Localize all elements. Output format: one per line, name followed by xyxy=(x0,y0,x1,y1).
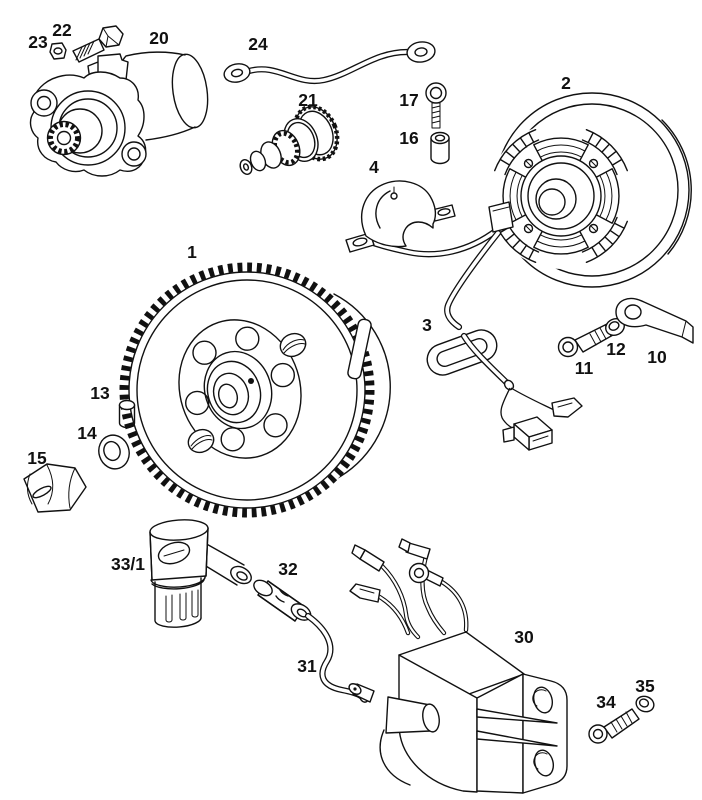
part-label-sleeve-32: 32 xyxy=(278,559,298,579)
bolt-22-drawing xyxy=(72,25,124,63)
part-label-cap-331: 33/1 xyxy=(111,554,145,574)
bolt-34-drawing xyxy=(588,708,640,744)
part-label-nut-15: 15 xyxy=(27,448,47,468)
part-label-pin-13: 13 xyxy=(90,383,110,403)
part-label-bolt-22: 22 xyxy=(52,20,72,40)
part-label-flywheel: 1 xyxy=(187,242,197,262)
part-label-harness: 3 xyxy=(422,315,432,335)
part-labels: 1 2 3 4 10 11 12 13 14 15 16 17 20 21 22… xyxy=(27,20,667,712)
nut-15-drawing xyxy=(23,463,87,513)
ignition-coil-drawing xyxy=(348,538,568,794)
ground-strap-drawing xyxy=(223,41,436,85)
washer-14-drawing xyxy=(98,434,130,470)
part-label-washer-14: 14 xyxy=(77,423,97,443)
part-label-washer-35: 35 xyxy=(635,676,655,696)
part-label-bolt-34: 34 xyxy=(596,692,616,712)
part-label-pinion: 21 xyxy=(298,90,318,110)
part-label-starter: 20 xyxy=(149,28,169,48)
part-label-clamp: 4 xyxy=(369,157,379,177)
spacer-16-drawing xyxy=(430,131,450,165)
part-label-nut-23: 23 xyxy=(28,32,48,52)
part-label-coil-30: 30 xyxy=(514,627,534,647)
harness-drawing xyxy=(364,226,502,331)
washer-35-drawing xyxy=(635,695,655,713)
part-label-bolt-11: 11 xyxy=(575,358,594,378)
pin-13-drawing xyxy=(118,399,136,429)
stator-drawing xyxy=(488,92,692,288)
connector-sleeve-drawing xyxy=(253,579,312,622)
part-label-wire-31: 31 xyxy=(297,656,317,676)
part-label-washer-12: 12 xyxy=(606,339,626,359)
cable-clamp-drawing xyxy=(345,180,456,253)
starter-drive-drawing xyxy=(239,104,340,175)
holding-plate-drawing xyxy=(615,297,694,344)
part-label-screw-17: 17 xyxy=(399,90,418,110)
stator-connector-tab-drawing xyxy=(488,201,514,233)
screw-17-drawing xyxy=(425,82,447,129)
spark-plug-cap-drawing xyxy=(149,519,252,628)
part-label-stator: 2 xyxy=(561,73,571,93)
flywheel-drawing xyxy=(119,262,391,518)
part-label-holding-plate: 10 xyxy=(647,347,667,367)
grommet-drawing xyxy=(426,329,583,451)
nut-23-drawing xyxy=(49,42,67,60)
starter-motor-drawing xyxy=(29,51,209,177)
washer-12-drawing xyxy=(605,318,625,336)
part-label-spacer-16: 16 xyxy=(399,128,419,148)
part-label-strap-24: 24 xyxy=(248,34,268,54)
